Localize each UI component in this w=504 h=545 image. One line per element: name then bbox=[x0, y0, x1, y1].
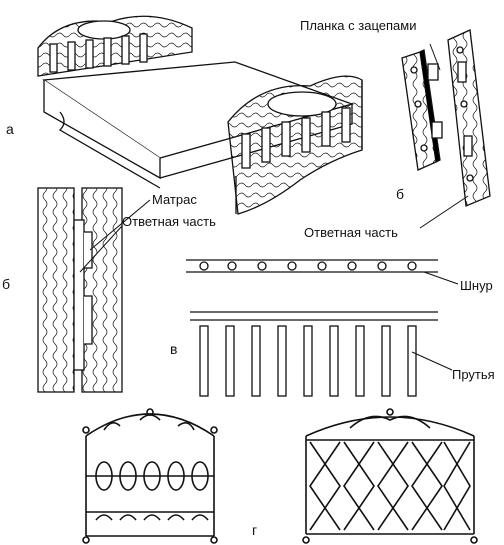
grille-left bbox=[82, 408, 218, 544]
label-counterpart-top: Ответная часть bbox=[304, 225, 398, 240]
footboard-slats bbox=[241, 107, 351, 169]
panel-letter-a: а bbox=[6, 121, 14, 137]
label-mattress: Матрас bbox=[152, 192, 197, 207]
label-plank-with-hooks: Планка с зацепами bbox=[300, 18, 416, 33]
label-rods: Прутья bbox=[452, 367, 495, 382]
label-counterpart-left: Ответная часть bbox=[122, 214, 216, 229]
joint-section-illustration bbox=[37, 187, 151, 393]
cord-illustration bbox=[186, 259, 459, 285]
label-cord: Шнур bbox=[460, 278, 493, 293]
panel-letter-v: в bbox=[170, 341, 177, 357]
grille-right bbox=[302, 408, 478, 544]
panel-letter-b-left: б bbox=[2, 276, 10, 292]
headboard-slats bbox=[49, 33, 148, 73]
bed-illustration bbox=[37, 15, 363, 215]
panel-letter-b-top: б bbox=[396, 186, 404, 202]
panel-letter-g: г bbox=[252, 522, 257, 538]
hook-plank-illustration bbox=[401, 29, 491, 229]
rod-row bbox=[199, 325, 417, 397]
rods-illustration bbox=[190, 311, 453, 397]
